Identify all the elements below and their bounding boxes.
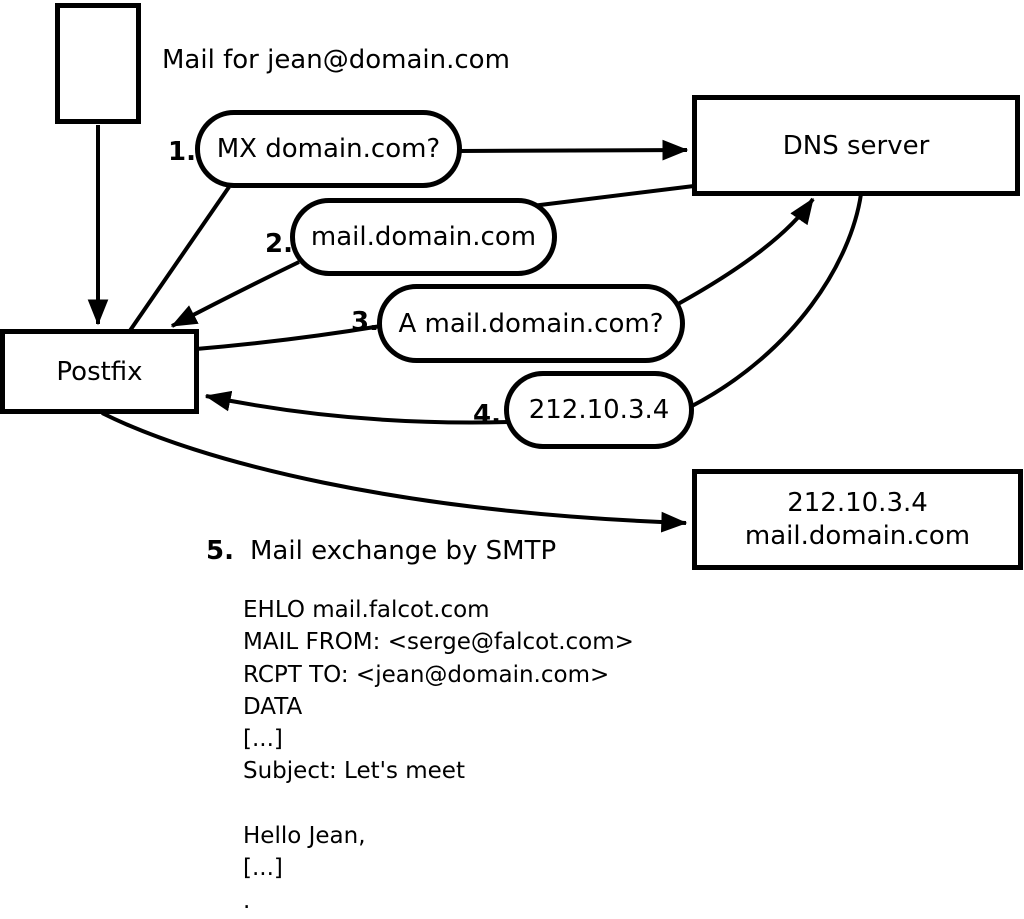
node-dns-server: DNS server bbox=[692, 95, 1020, 196]
line-postfix-to-query3 bbox=[195, 324, 382, 351]
step3-query-label: A mail.domain.com? bbox=[398, 308, 664, 339]
step4-response-pill: 212.10.3.4 bbox=[504, 371, 694, 449]
step2-response-label: mail.domain.com bbox=[310, 222, 537, 252]
node-dns-server-label: DNS server bbox=[782, 130, 930, 161]
smtp-session-transcript: EHLO mail.falcot.com MAIL FROM: <serge@f… bbox=[243, 597, 634, 914]
step1-query-label: MX domain.com? bbox=[216, 134, 441, 164]
line-dns-to-response2 bbox=[531, 184, 695, 208]
step4-response-label: 212.10.3.4 bbox=[528, 395, 670, 425]
step1-number: 1. bbox=[168, 137, 196, 167]
node-postfix-label: Postfix bbox=[56, 356, 143, 387]
line-postfix-to-query1 bbox=[127, 185, 231, 334]
step3-query-pill: A mail.domain.com? bbox=[377, 284, 685, 363]
step5-number: 5. bbox=[206, 536, 234, 566]
step4-number: 4. bbox=[473, 400, 501, 430]
node-postfix: Postfix bbox=[0, 329, 199, 414]
arrow-response2-to-postfix bbox=[170, 260, 300, 328]
line-dns-to-response4 bbox=[691, 193, 863, 408]
intro-label: Mail for jean@domain.com bbox=[162, 45, 510, 75]
step1-query-pill: MX domain.com? bbox=[195, 110, 462, 188]
message-envelope bbox=[55, 3, 141, 124]
arrow-response4-to-postfix bbox=[204, 390, 509, 425]
step2-number: 2. bbox=[265, 229, 293, 259]
node-mail-server-hostname: mail.domain.com bbox=[744, 520, 971, 551]
node-mail-server-ip: 212.10.3.4 bbox=[787, 487, 928, 518]
step5-label: Mail exchange by SMTP bbox=[250, 536, 557, 566]
arrow-query3-to-dns bbox=[677, 197, 815, 306]
arrow-smtp-exchange-to-mailserver bbox=[101, 411, 688, 533]
arrow-query1-to-dns bbox=[457, 139, 689, 161]
step2-response-pill: mail.domain.com bbox=[290, 198, 557, 276]
step3-number: 3. bbox=[351, 307, 379, 337]
node-mail-server: 212.10.3.4 mail.domain.com bbox=[692, 469, 1023, 570]
